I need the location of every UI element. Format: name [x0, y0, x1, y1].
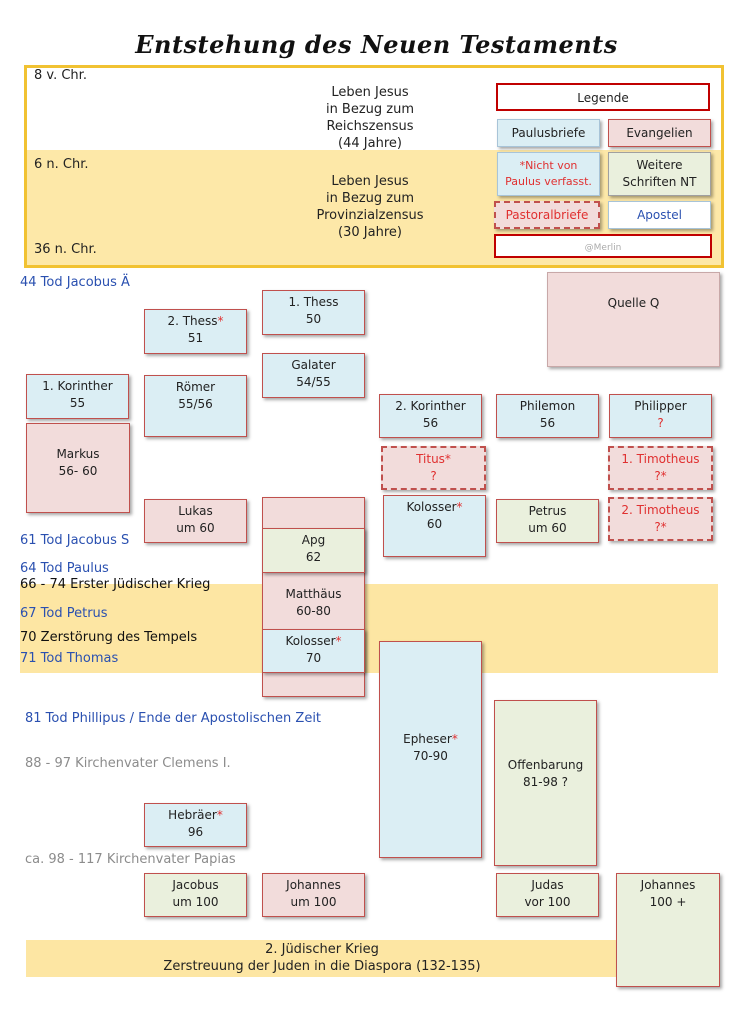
reichszensus-text: Leben Jesus in Bezug zum Reichszensus (4…	[325, 85, 415, 151]
event-61: 61 Tod Jacobus S	[20, 533, 130, 548]
matthaeus-label: Matthäus 60-80	[285, 587, 342, 618]
year-end: 36 n. Chr.	[34, 242, 97, 257]
year-start: 8 v. Chr.	[34, 68, 87, 83]
event-66: 66 - 74 Erster Jüdischer Krieg	[20, 577, 211, 592]
page-title: Entstehung des Neuen Testaments	[135, 30, 618, 59]
header-frame	[24, 65, 724, 268]
legend-paulusbriefe: Paulusbriefe	[497, 119, 600, 147]
event-71: 71 Tod Thomas	[20, 651, 119, 666]
event-70: 70 Zerstörung des Tempels	[20, 630, 198, 645]
legend-evangelien: Evangelien	[608, 119, 711, 147]
diaspora-band	[26, 940, 618, 977]
diaspora-text: 2. Jüdischer Krieg Zerstreuung der Juden…	[163, 942, 481, 974]
event-98: ca. 98 - 117 Kirchenvater Papias	[25, 852, 236, 867]
book-1-timotheus: 1. Timotheus?*	[608, 446, 713, 490]
event-44: 44 Tod Jacobus Ä	[20, 275, 130, 290]
book-titus: Titus*?	[381, 446, 486, 490]
provinzialzensus-text: Leben Jesus in Bezug zum Provinzialzensu…	[316, 174, 424, 240]
war-band	[20, 584, 718, 673]
quelle-q: Quelle Q	[547, 272, 720, 367]
book-kolosser-70: Kolosser*70	[262, 629, 365, 673]
legend-pastoralbriefe: Pastoralbriefe	[494, 201, 600, 229]
book-kolosser-60: Kolosser*60	[383, 495, 486, 557]
book-2-timotheus: 2. Timotheus?*	[608, 497, 713, 541]
book-2-thess: 2. Thess*51	[144, 309, 247, 354]
legend-apostel: Apostel	[608, 201, 711, 229]
legend-credit: @Merlin	[494, 234, 712, 258]
book-philipper: Philipper?	[609, 394, 712, 438]
event-88: 88 - 97 Kirchenvater Clemens I.	[25, 756, 231, 771]
legend-title: Legende	[496, 83, 710, 111]
book-epheser: Epheser*70-90	[379, 641, 482, 858]
year-mid: 6 n. Chr.	[34, 157, 89, 172]
legend-nicht-paulus: *Nicht von Paulus verfasst.	[497, 152, 600, 196]
event-64: 64 Tod Paulus	[20, 561, 109, 576]
event-81: 81 Tod Phillipus / Ende der Apostolische…	[25, 711, 322, 726]
legend-weitere-schriften: Weitere Schriften NT	[608, 152, 711, 196]
event-67: 67 Tod Petrus	[20, 606, 108, 621]
book-hebraeer: Hebräer*96	[144, 803, 247, 847]
